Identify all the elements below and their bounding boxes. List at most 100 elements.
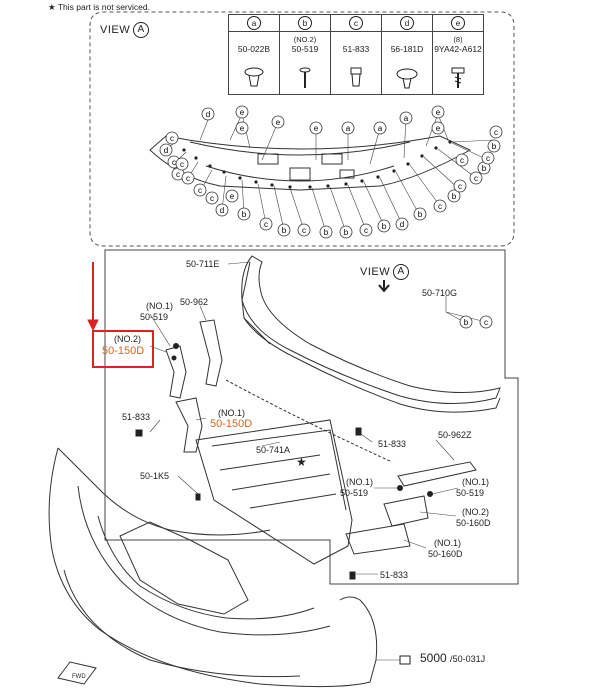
view-a-callout-letter: c [186,174,190,183]
lower-shield-50-741a [195,379,393,565]
label-51-833-mid: 51-833 [378,439,407,449]
p710g-callout-c: c [484,318,488,327]
view-a-callout-letter: a [378,124,383,133]
view-a-callout-letter: b [492,142,497,151]
view-a-callout-letter: a [346,124,351,133]
view-a-callout-circle [277,223,291,237]
label-no2-160d: (NO.2) [462,507,489,517]
label-50-150d-mid: 50-150D [210,418,253,430]
view-a-callout-letter: c [264,220,268,229]
view-a-callout-letter: b [482,164,487,173]
view-a-callout-circle [319,225,333,239]
view-a-callout-circle [193,183,207,197]
upper-reinforcement-50-711e [241,255,501,413]
view-a-callout-letter: d [206,110,210,119]
label-50-1k5: 50-1K5 [140,471,170,481]
view-a-callout-letter: c [170,134,174,143]
view-a-callout-letter: c [494,128,498,137]
view-a-callout-circle [433,199,447,213]
view-a-callout-letter: c [302,226,306,235]
view-a-callout-letter: c [458,182,462,191]
p710g-callouts: b c [459,315,493,329]
view-a-callout-letter: b [382,222,387,231]
label-50-160d-lower: 50-160D [428,549,463,559]
view-a-callout-letter: e [436,108,441,117]
view-a-callout-circle [309,121,323,135]
legend-part-b: (NO.2) 50-519 [279,31,331,95]
view-a-callout-circle [259,217,273,231]
view-a-callout-circle [297,223,311,237]
view-a-callout-letter: b [324,228,329,237]
view-a-callout-circle [165,131,179,145]
label-51-833-bottom: 51-833 [380,570,409,580]
bracket-50-150d-left [165,345,203,453]
view-a-callout-letter: c [474,174,478,183]
main-assembly-frame [104,249,519,585]
star-symbol: ★ [48,2,56,12]
view-a-callout-letter: d [400,220,404,229]
view-a-callout-circle [225,189,239,203]
view-a-callout-letter: a [404,114,409,123]
view-a-callout-circle [215,203,229,217]
view-a-callout-circle [201,107,215,121]
forward-direction-indicator: FWD [57,661,97,685]
view-a-callout-circle [431,105,445,119]
label-not-serviced-star: ★ [296,455,307,469]
view-a-callout-letter: c [198,186,202,195]
view-a-direction-arrow [378,280,390,293]
view-a-letter-main: A [393,264,410,280]
view-a-callout-circle [359,223,373,237]
view-a-callout-letter: c [460,156,464,165]
legend-key-b: b [279,14,331,32]
view-a-callout-letter: c [364,226,368,235]
view-a-callout-circle [431,121,445,135]
bracket-50-962z [397,461,477,487]
view-a-callout-letter: e [240,108,245,117]
view-a-callout-circle [205,191,219,205]
clip-51-833-icon [350,67,362,87]
rivet-50-519-icon [299,67,311,88]
view-a-callout-circle [339,225,353,239]
view-a-clip-points [170,138,452,189]
view-a-callout-letter: e [240,124,245,133]
main-leader-lines [149,261,487,661]
view-a-dashed-frame [89,11,515,247]
view-a-callout-circle [453,179,467,193]
view-a-callout-letter: c [486,154,490,163]
label-no1-519-left: (NO.1) [146,301,173,311]
view-a-callout-letter: b [418,210,423,219]
view-a-callout-circle [181,171,195,185]
view-a-callout-circle [341,121,355,135]
label-no1-mid: (NO.1) [218,408,245,418]
legend-part-c: 51-833 [330,31,382,95]
label-50-519-left: 50-519 [140,312,169,322]
bracket-50-962 [199,319,223,387]
view-a-callout-circle [469,171,483,185]
view-a-callout-circle [413,207,427,221]
legend-part-a: 50-022B [228,31,280,95]
label-50-150d-left: 50-150D [102,345,145,357]
bracket-50-160d-right [345,495,429,555]
legend-key-a: a [228,14,280,32]
label-no1-519-right: (NO.1) [462,477,489,487]
view-a-callout-circle [159,143,173,157]
fwd-label: FWD [72,674,86,680]
view-a-callout-letter: b [344,228,349,237]
view-a-callout-letter: c [180,160,184,169]
view-a-callout-circle [237,207,251,221]
view-a-callout-letter: c [438,202,442,211]
view-a-callout-letter: e [276,118,281,127]
view-a-callout-letter: b [282,226,287,235]
screw-9ya42-a612-icon [451,67,465,88]
front-bumper-50-031j [48,447,378,688]
view-a-callout-letter: e [436,124,441,133]
label-50-741a: 50-741A [256,445,291,455]
label-50-711e: 50-711E [186,259,220,269]
label-no1-519-center: (NO.1) [346,477,373,487]
view-a-callout-letter: b [242,210,247,219]
note-text: This part is not serviced. [57,2,150,12]
fastener-legend-table: a b c d e 50-022B (NO.2) 50-519 51-833 5… [228,14,484,95]
view-a-callout-circle [487,139,501,153]
